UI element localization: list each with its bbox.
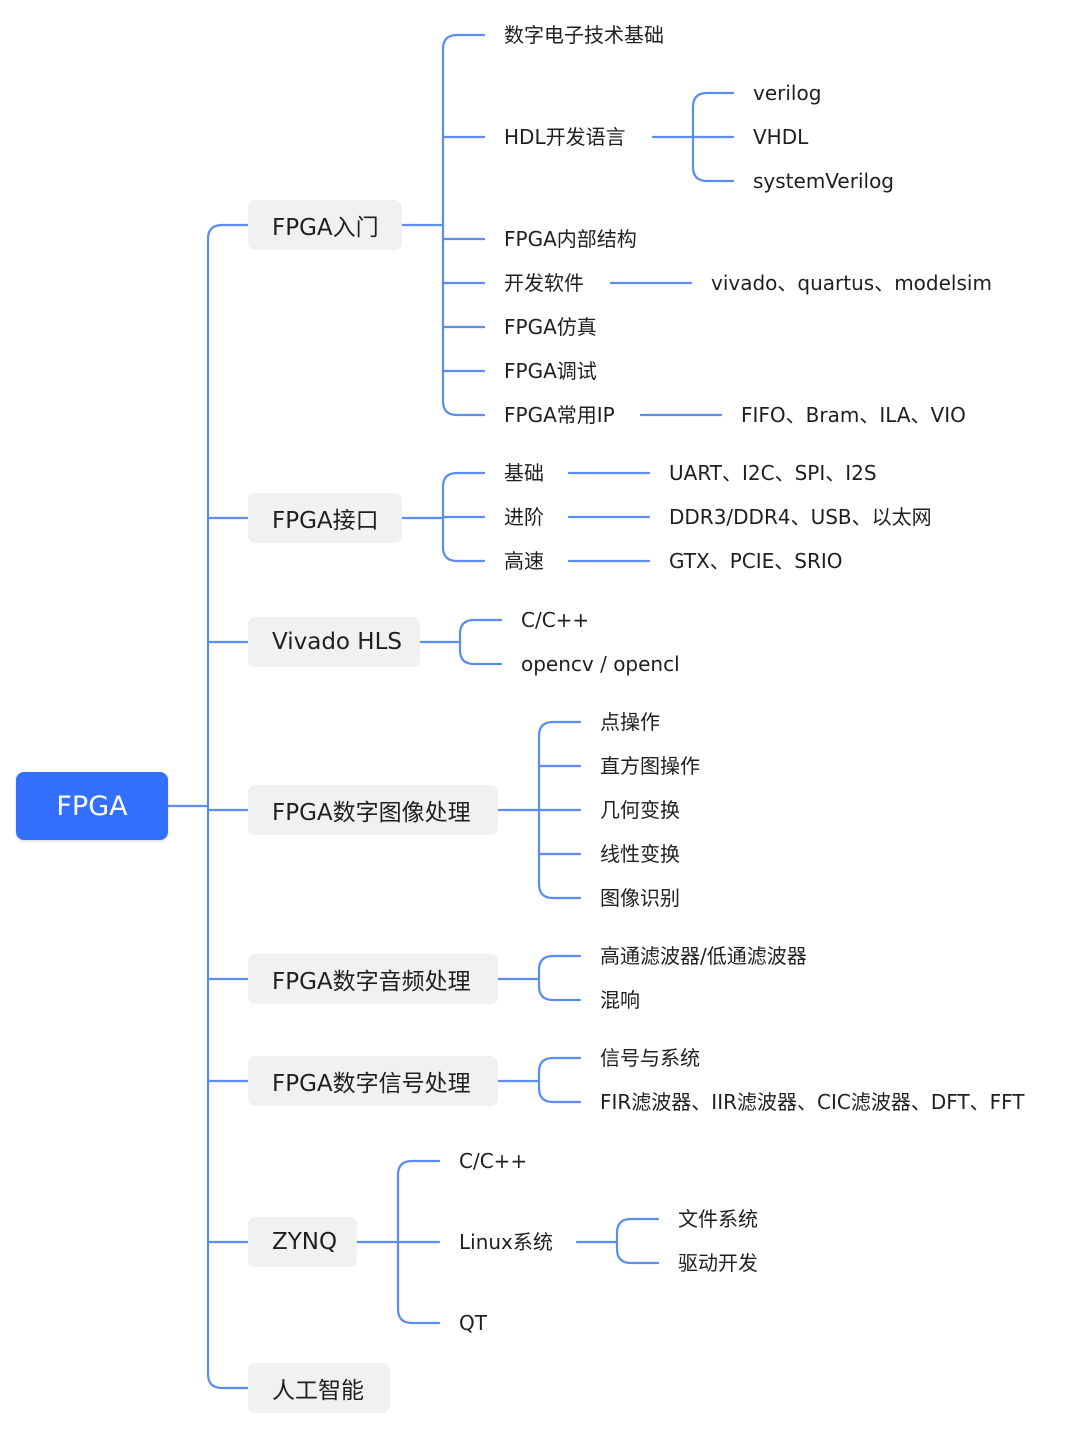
node-signal-filters[interactable]: FIR滤波器、IIR滤波器、CIC滤波器、DFT、FFT [600, 1090, 1025, 1114]
node-debugging[interactable]: FPGA调试 [504, 359, 597, 383]
connector-hls-edge-0 [458, 618, 503, 636]
node-linux-filesystem[interactable]: 文件系统 [678, 1207, 758, 1231]
connector-interface-trunk [400, 485, 445, 549]
node-zynq-cpp[interactable]: C/C++ [459, 1149, 528, 1173]
node-vhdl[interactable]: VHDL [753, 125, 809, 149]
node-audio-filters[interactable]: 高通滤波器/低通滤波器 [600, 944, 807, 968]
connector-intro-edge-0 [441, 33, 486, 51]
node-dev-software-tools[interactable]: vivado、quartus、modelsim [711, 271, 992, 295]
connector-hdl-edge-2 [691, 165, 735, 183]
connector-intro-trunk [400, 47, 445, 403]
node-verilog[interactable]: verilog [753, 81, 822, 105]
connector-audio-edge-1 [537, 984, 582, 1002]
node-reverb[interactable]: 混响 [600, 988, 640, 1012]
connector-image-trunk [496, 734, 541, 886]
connector-hdl-trunk [651, 105, 695, 169]
node-hls-cpp[interactable]: C/C++ [521, 608, 590, 632]
branch-image-processing[interactable]: FPGA数字图像处理 [248, 785, 498, 835]
node-interface-highspeed-list[interactable]: GTX、PCIE、SRIO [669, 549, 843, 573]
branch-fpga-interface[interactable]: FPGA接口 [248, 493, 402, 543]
connector-root-edge-7 [206, 1372, 250, 1390]
connector-linux-trunk [575, 1231, 619, 1251]
node-recognition[interactable]: 图像识别 [600, 886, 680, 910]
branch-audio-processing[interactable]: FPGA数字音频处理 [248, 954, 498, 1004]
connector-hdl-edge-0 [691, 91, 735, 109]
node-interface-advanced-list[interactable]: DDR3/DDR4、USB、以太网 [669, 505, 932, 529]
node-geometric[interactable]: 几何变换 [600, 798, 680, 822]
node-zynq-qt[interactable]: QT [459, 1311, 487, 1335]
node-zynq-linux[interactable]: Linux系统 [459, 1230, 553, 1254]
root-node-fpga[interactable]: FPGA [16, 772, 168, 840]
node-interface-basic[interactable]: 基础 [504, 461, 544, 485]
connector-image-edge-4 [537, 882, 582, 900]
node-hls-opencv[interactable]: opencv / opencl [521, 652, 680, 676]
connector-intro-edge-6 [441, 399, 486, 417]
node-digital-basics[interactable]: 数字电子技术基础 [504, 23, 664, 47]
connector-zynq-edge-2 [396, 1307, 441, 1325]
connector-root-trunk [166, 237, 210, 1376]
connector-signal-edge-0 [537, 1056, 582, 1074]
connector-signal-trunk [496, 1070, 541, 1090]
node-hdl-language[interactable]: HDL开发语言 [504, 125, 626, 149]
connector-interface-edge-2 [441, 545, 486, 563]
node-interface-advanced[interactable]: 进阶 [504, 505, 544, 529]
node-histogram[interactable]: 直方图操作 [600, 754, 700, 778]
branch-fpga-intro[interactable]: FPGA入门 [248, 200, 402, 250]
connector-hls-edge-1 [458, 648, 503, 666]
connector-audio-edge-0 [537, 954, 582, 972]
node-signals-systems[interactable]: 信号与系统 [600, 1046, 700, 1070]
connector-linux-edge-0 [615, 1217, 660, 1235]
branch-vivado-hls[interactable]: Vivado HLS [248, 617, 420, 667]
connector-root-edge-0 [206, 223, 250, 241]
connector-linux-edge-1 [615, 1247, 660, 1265]
node-common-ip-list[interactable]: FIFO、Bram、ILA、VIO [741, 403, 966, 427]
connector-hls-trunk [418, 632, 462, 652]
node-interface-basic-list[interactable]: UART、I2C、SPI、I2S [669, 461, 877, 485]
node-simulation[interactable]: FPGA仿真 [504, 315, 597, 339]
connector-image-edge-0 [537, 720, 582, 738]
branch-signal-processing[interactable]: FPGA数字信号处理 [248, 1056, 498, 1106]
node-systemverilog[interactable]: systemVerilog [753, 169, 895, 193]
node-dev-software[interactable]: 开发软件 [504, 271, 584, 295]
node-linux-driver[interactable]: 驱动开发 [678, 1251, 758, 1275]
connector-interface-edge-0 [441, 471, 486, 489]
node-internal-structure[interactable]: FPGA内部结构 [504, 227, 637, 251]
connector-zynq-edge-0 [396, 1159, 441, 1177]
connector-signal-edge-1 [537, 1086, 582, 1104]
node-point-ops[interactable]: 点操作 [600, 710, 660, 734]
node-common-ip[interactable]: FPGA常用IP [504, 403, 615, 427]
connector-audio-trunk [496, 968, 541, 988]
connector-zynq-trunk [355, 1173, 400, 1311]
node-interface-highspeed[interactable]: 高速 [504, 549, 544, 573]
branch-ai[interactable]: 人工智能 [248, 1363, 390, 1413]
node-linear[interactable]: 线性变换 [600, 842, 680, 866]
branch-zynq[interactable]: ZYNQ [248, 1217, 357, 1267]
